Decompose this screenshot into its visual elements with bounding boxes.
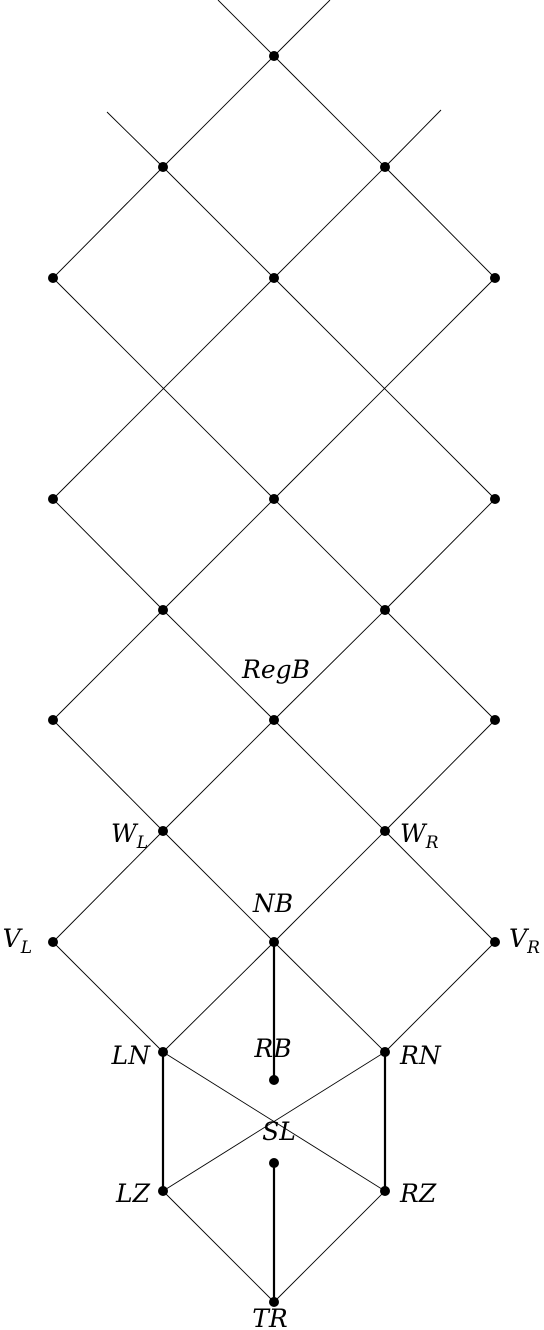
node-t3c (490, 273, 500, 283)
node-regb (269, 715, 279, 725)
edge (52, 609, 164, 721)
edge (52, 830, 164, 943)
edge (384, 719, 496, 832)
label-v-l-sub: L (20, 938, 32, 958)
edge (273, 166, 386, 279)
node-m5b (269, 494, 279, 504)
node-t3b (269, 273, 279, 283)
node-lz (158, 1186, 168, 1196)
edge (384, 941, 496, 1053)
label-w-l-sub: L (136, 833, 148, 853)
edge (52, 166, 164, 279)
edge (52, 498, 164, 611)
node-top1 (269, 51, 279, 61)
edge (384, 498, 496, 611)
label-rn: RN (399, 1041, 442, 1070)
node-t2a (158, 162, 168, 172)
edge (52, 941, 164, 1053)
node-rn (380, 1047, 390, 1057)
edge-open-top-right-1 (273, 0, 331, 57)
node-rz (380, 1186, 390, 1196)
node-v-r (490, 937, 500, 947)
node-rb (269, 1075, 279, 1085)
edge-open-top-left-1 (217, 0, 275, 57)
label-v-l: VL (3, 924, 32, 958)
label-v-l-base: V (3, 924, 24, 953)
edge (162, 1051, 386, 1192)
edges (52, 0, 496, 1303)
edge (273, 1190, 386, 1303)
node-m7c (490, 715, 500, 725)
label-w-r: WR (400, 819, 439, 853)
node-t2b (380, 162, 390, 172)
edge (162, 609, 275, 721)
node-w-l (158, 826, 168, 836)
label-w-l-base: W (111, 819, 139, 848)
label-w-r-sub: R (425, 833, 439, 853)
edge (162, 166, 275, 279)
edge (273, 830, 386, 943)
node-m6b (380, 605, 390, 615)
edge (162, 941, 275, 1053)
node-tr (269, 1297, 279, 1307)
node-w-r (380, 826, 390, 836)
label-ln: LN (111, 1041, 152, 1070)
label-w-l: WL (111, 819, 148, 853)
edge (273, 55, 386, 168)
thick-edges (161, 942, 387, 1302)
node-sl (269, 1158, 279, 1168)
edge (162, 830, 275, 943)
edge-open-top-left-2 (106, 111, 164, 168)
label-v-r-sub: R (526, 938, 540, 958)
node-m5c (490, 494, 500, 504)
label-regb: RegB (241, 655, 310, 684)
edge (273, 277, 496, 500)
node-v-l (48, 937, 58, 947)
edge (162, 55, 275, 168)
label-tr: TR (252, 1304, 288, 1330)
edge (384, 166, 496, 279)
labels: RegB WL WR VL VR NB LN RN RB SL LZ RZ TR (3, 655, 540, 1330)
label-v-r-base: V (509, 924, 530, 953)
edge (162, 719, 275, 832)
label-rz: RZ (399, 1179, 437, 1208)
node-m7a (48, 715, 58, 725)
node-m6a (158, 605, 168, 615)
edge (52, 719, 164, 832)
node-t3a (48, 273, 58, 283)
edge (273, 719, 386, 832)
node-ln (158, 1047, 168, 1057)
label-sl: SL (262, 1117, 296, 1146)
edge (273, 498, 386, 611)
nodes (48, 51, 500, 1307)
label-rb: RB (253, 1034, 291, 1063)
edge (52, 277, 275, 500)
label-w-r-base: W (400, 819, 428, 848)
node-m5a (48, 494, 58, 504)
edge (162, 1190, 275, 1303)
edge-open-top-right-2 (384, 109, 442, 168)
node-nb (269, 937, 279, 947)
edge (384, 830, 496, 943)
label-v-r: VR (509, 924, 540, 958)
edge (162, 498, 275, 611)
edge (273, 941, 386, 1053)
label-nb: NB (252, 889, 293, 918)
edge (273, 609, 386, 721)
edge (384, 609, 496, 721)
label-lz: LZ (115, 1179, 151, 1208)
